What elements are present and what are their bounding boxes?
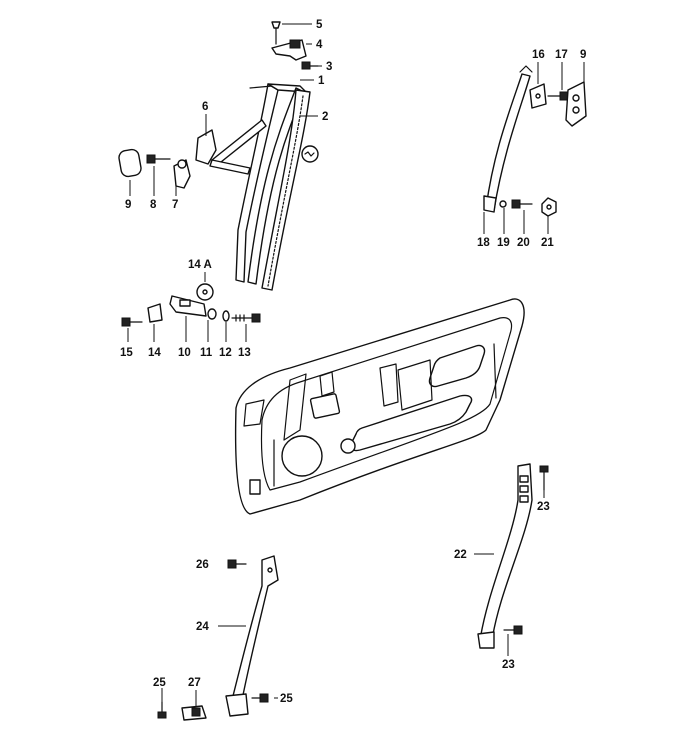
channel-part-18 <box>483 65 533 213</box>
pad-part-9-right <box>565 81 587 127</box>
callout-24: 24 <box>196 621 209 633</box>
callout-6: 6 <box>202 101 208 113</box>
bolt-part-20 <box>511 199 533 209</box>
callout-5: 5 <box>316 19 323 31</box>
channel-part-22 <box>477 463 533 649</box>
bolt-part-25-left <box>157 701 167 719</box>
callout-14: 14 <box>148 347 161 359</box>
callout-21: 21 <box>541 237 554 249</box>
channel-part-24 <box>225 555 279 717</box>
callout-23-lower: 23 <box>502 659 515 671</box>
bolt-part-8 <box>146 154 171 164</box>
clip-part-27 <box>181 705 207 721</box>
callout-12: 12 <box>219 347 232 359</box>
callout-17: 17 <box>555 49 568 61</box>
callout-13: 13 <box>238 347 251 359</box>
callout-9-left: 9 <box>125 199 131 211</box>
callout-19: 19 <box>497 237 510 249</box>
screw-part-5 <box>271 21 281 45</box>
leader-lines <box>127 23 585 706</box>
callout-2: 2 <box>322 111 328 123</box>
callout-8: 8 <box>150 199 157 211</box>
plate-part-14 <box>147 303 163 323</box>
slide-part-6 <box>195 129 217 165</box>
callout-3: 3 <box>326 61 332 73</box>
callout-labels: 5 4 3 1 2 6 9 8 7 14 A 15 14 10 11 12 13… <box>120 19 586 705</box>
callout-22: 22 <box>454 549 467 561</box>
washer-part-14a <box>196 283 214 301</box>
bolt-part-23-lower <box>503 625 523 635</box>
bracket-part-4 <box>271 39 307 61</box>
nut-part-21 <box>541 197 557 217</box>
callout-25-left: 25 <box>153 677 166 689</box>
window-seal-part-2 <box>261 89 319 291</box>
pad-part-9-left <box>118 148 142 178</box>
callout-26: 26 <box>196 559 209 571</box>
callout-18: 18 <box>477 237 490 249</box>
callout-14a: 14 A <box>188 259 212 271</box>
callout-16: 16 <box>532 49 545 61</box>
callout-25-right: 25 <box>280 693 293 705</box>
callout-9-right: 9 <box>580 49 586 61</box>
washer-part-19 <box>499 200 507 208</box>
bracket-part-16 <box>529 83 547 109</box>
door-shell <box>234 298 525 515</box>
window-frame-part-1 <box>209 83 307 285</box>
bolt-part-15 <box>121 317 143 327</box>
washer-part-12 <box>222 310 230 322</box>
callout-27: 27 <box>188 677 201 689</box>
guide-part-10 <box>169 295 207 317</box>
bolt-part-13 <box>231 313 261 323</box>
callout-4: 4 <box>316 39 323 51</box>
bolt-part-26 <box>227 559 247 569</box>
clip-part-7 <box>173 159 191 189</box>
callout-1: 1 <box>318 75 325 87</box>
bolt-part-17 <box>547 91 569 101</box>
bolt-part-25-right <box>251 693 269 703</box>
callout-7: 7 <box>172 199 178 211</box>
callout-10: 10 <box>178 347 191 359</box>
callout-23-upper: 23 <box>537 501 550 513</box>
washer-part-11 <box>207 308 217 320</box>
bolt-part-3 <box>301 61 319 70</box>
bolt-part-23-upper <box>539 465 549 491</box>
callout-15: 15 <box>120 347 133 359</box>
callout-11: 11 <box>200 347 213 359</box>
callout-20: 20 <box>517 237 530 249</box>
